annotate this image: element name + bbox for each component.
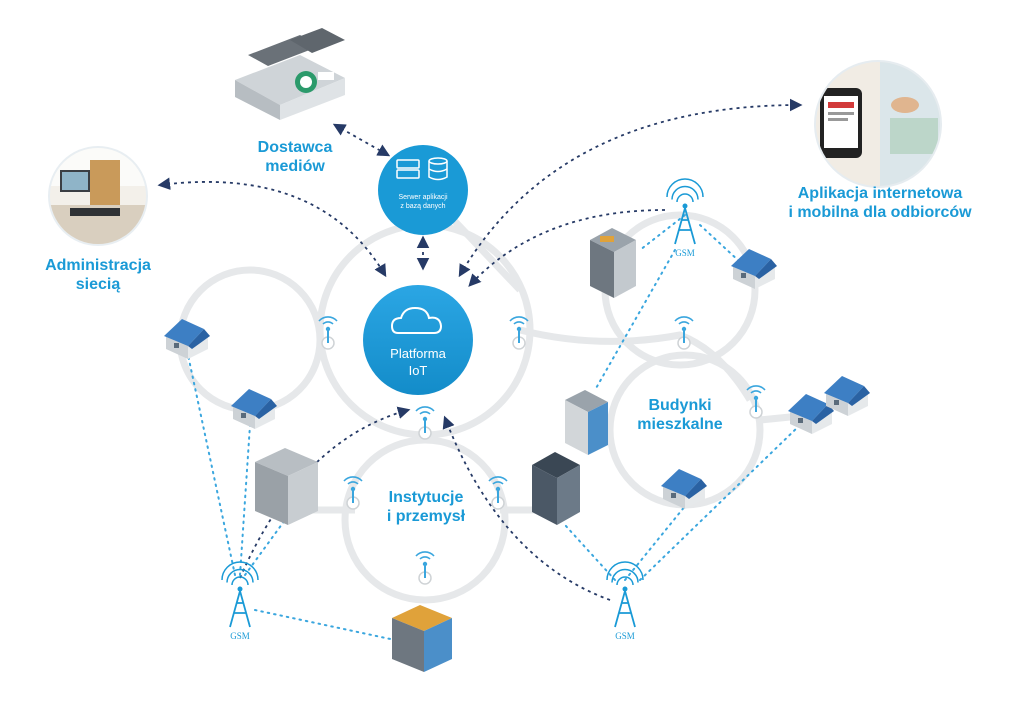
gsm-tower-icon: GSM <box>221 561 259 641</box>
institutions-industry-line2: i przemysł <box>386 508 466 526</box>
iot-platform-line2: IoT <box>408 362 428 378</box>
web-mobile-app-line1: Aplikacja internetowa <box>797 185 963 202</box>
server-label-line1: Serwer aplikacji <box>398 194 448 201</box>
wifi-node-icon <box>415 406 435 440</box>
server-label: Serwer aplikacji z bazą danych <box>383 194 463 212</box>
gsm-tower-icon: GSM <box>666 178 704 258</box>
utility-provider-label: Dostawca mediów <box>240 138 350 176</box>
network-admin-line1: Administracja <box>45 257 151 274</box>
network-admin-line2: siecią <box>75 276 121 294</box>
residential-buildings-line1: Budynki <box>648 397 712 414</box>
web-mobile-app-line2: i mobilna dla odbiorców <box>788 204 972 222</box>
institutions-industry-label: Instytucje i przemysł <box>366 488 486 526</box>
residential-buildings-line2: mieszkalne <box>637 416 723 434</box>
office-tower-3 <box>532 452 580 525</box>
office-tower-2 <box>565 390 608 455</box>
wifi-node-icon <box>415 551 435 585</box>
gsm-links <box>187 214 801 641</box>
gsm-label: GSM <box>615 631 635 641</box>
wifi-node-icon <box>343 476 363 510</box>
iot-platform-hub <box>363 285 473 395</box>
data-flow-arrows <box>157 98 803 601</box>
admin-photo <box>48 146 148 246</box>
house-icon <box>661 469 707 509</box>
residential-buildings-label: Budynki mieszkalne <box>620 396 740 434</box>
gsm-towers: GSM GSM GSM <box>221 178 704 641</box>
wifi-node-icon <box>746 385 766 419</box>
iot-platform-line1: Platforma <box>390 346 446 361</box>
mobile-app-photo <box>814 60 942 188</box>
server-label-line2: z bazą danych <box>400 202 446 210</box>
industrial-building <box>255 448 318 525</box>
factory-building <box>235 28 345 120</box>
institution-building <box>392 605 452 672</box>
app-server-node <box>378 145 468 235</box>
gsm-label: GSM <box>230 631 250 641</box>
houses <box>164 249 870 509</box>
wireless-nodes <box>318 316 766 585</box>
wifi-node-icon <box>318 316 338 350</box>
iot-platform-label: Platforma IoT <box>378 346 458 380</box>
house-icon <box>824 376 870 416</box>
wifi-node-icon <box>488 476 508 510</box>
web-mobile-app-label: Aplikacja internetowa i mobilna dla odbi… <box>760 184 1000 222</box>
house-icon <box>231 389 277 429</box>
utility-provider-line2: mediów <box>265 158 325 176</box>
gsm-tower-icon: GSM <box>606 561 644 641</box>
house-icon <box>788 394 834 434</box>
wifi-node-icon <box>674 316 694 350</box>
office-tower-1 <box>590 228 636 298</box>
house-icon <box>731 249 777 289</box>
utility-provider-line1: Dostawca <box>257 139 333 156</box>
institutions-industry-line1: Instytucje <box>388 489 464 506</box>
house-icon <box>164 319 210 359</box>
network-admin-label: Administracja siecią <box>28 256 168 294</box>
gsm-label: GSM <box>675 248 695 258</box>
wifi-node-icon <box>509 316 529 350</box>
